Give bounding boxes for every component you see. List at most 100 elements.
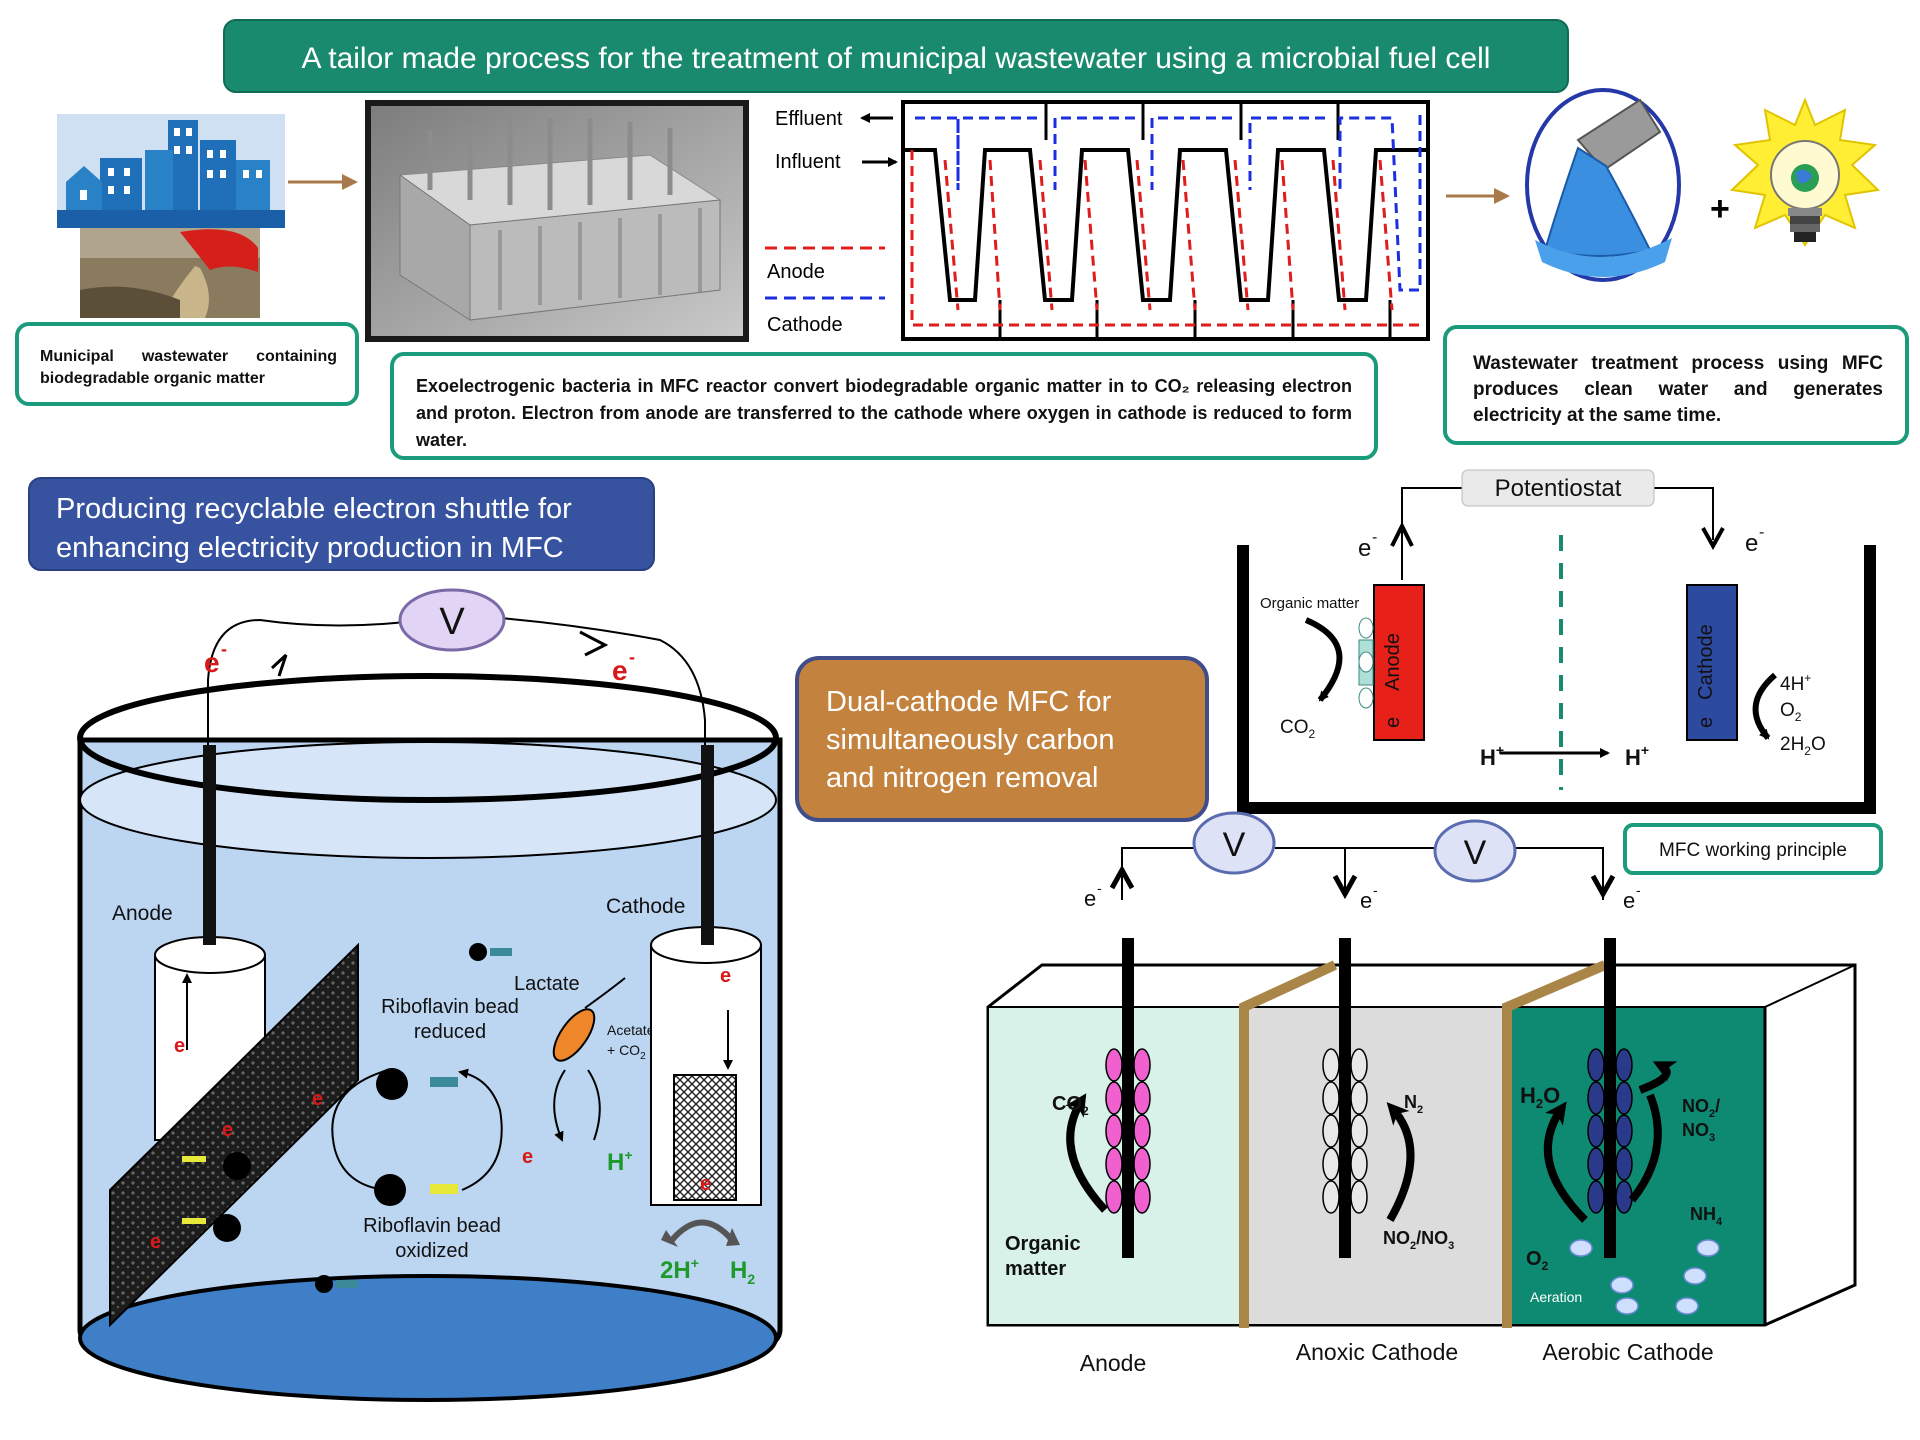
shuttle-voltmeter: V e - e - (204, 588, 706, 940)
influent-label: Influent (775, 151, 841, 173)
caption-municipal-text: Municipal wastewater containing biodegra… (40, 348, 337, 387)
principle-4h: 4H+ (1780, 671, 1811, 695)
label-anode: Anode (1080, 1350, 1147, 1376)
svg-text:e: e (222, 1119, 233, 1141)
h2-label: H2 (730, 1257, 755, 1287)
dual-organic-1: Organic (1005, 1233, 1081, 1255)
city-illustration (57, 114, 285, 228)
dual-tank: CO2 Organic matter N2 NO2/NO3 H2O NO2/ N… (986, 938, 1857, 1328)
aeration-label: Aeration (1530, 1289, 1582, 1305)
dual-banner-line2: simultaneously carbon (826, 724, 1115, 756)
svg-text:e: e (1695, 717, 1717, 728)
svg-text:e: e (1084, 886, 1096, 911)
principle-caption-box: MFC working principle (1623, 823, 1883, 875)
principle-cathode (1686, 584, 1738, 741)
light-bulb-icon (1729, 97, 1881, 247)
svg-text:-: - (1097, 880, 1102, 896)
rb-oxidized-line2: oxidized (395, 1240, 468, 1262)
svg-text:e: e (150, 1231, 161, 1253)
aeration-bubbles (1569, 1239, 1720, 1315)
svg-text:-: - (221, 639, 227, 659)
label-aerobic-cathode: Aerobic Cathode (1542, 1339, 1713, 1365)
svg-text:e: e (1382, 717, 1404, 728)
dual-banner-line3: and nitrogen removal (826, 762, 1098, 794)
principle-caption: MFC working principle (1659, 840, 1847, 861)
plus-sign: + (1710, 190, 1730, 228)
shuttle-banner-line2: enhancing electricity production in MFC (56, 532, 564, 564)
caption-outcome-text: Wastewater treatment process using MFC p… (1473, 353, 1883, 426)
wastewater-photo (80, 228, 260, 318)
h-left: H+ (1480, 742, 1504, 770)
dual-n2: N2 (1404, 1092, 1423, 1116)
anode-legend-label: Anode (767, 261, 825, 283)
principle-co2: CO2 (1280, 717, 1316, 741)
shuttle-voltmeter-label: V (439, 601, 465, 643)
lactate-label: Lactate (514, 973, 580, 995)
shuttle-cylinder (77, 673, 783, 1402)
dual-organic-2: matter (1005, 1258, 1066, 1280)
dual-h2o: H2O (1520, 1083, 1560, 1111)
riboflavin-cycle: Riboflavin bead reduced Riboflavin bead … (315, 943, 519, 1293)
acetate-label: Acetate (607, 1022, 655, 1038)
svg-text:e: e (174, 1035, 185, 1057)
svg-text:e: e (1623, 888, 1635, 913)
svg-text:-: - (1373, 882, 1378, 898)
shuttle-anode: e Anode e e e (109, 745, 359, 1328)
dual-voltmeters: V V e - e - e - (1084, 811, 1641, 913)
shuttle-cathode: e e Cathode 2H+ H2 (606, 745, 762, 1287)
shuttle-cathode-label: Cathode (606, 895, 685, 918)
dual-voltmeter-1: V (1223, 826, 1246, 864)
potentiostat-label: Potentiostat (1495, 475, 1622, 502)
principle-anode (1373, 584, 1425, 741)
co2-label: + CO2 (607, 1042, 646, 1062)
shuttle-banner-line1: Producing recyclable electron shuttle fo… (56, 493, 572, 525)
serpentine-flow (901, 100, 1430, 341)
svg-text:-: - (1372, 529, 1377, 546)
top-banner-text: A tailor made process for the treatment … (302, 42, 1491, 75)
svg-text:e: e (1745, 530, 1758, 557)
caption-municipal: Municipal wastewater containing biodegra… (15, 322, 359, 406)
svg-text:-: - (629, 647, 635, 667)
principle-anode-label: Anode (1382, 633, 1404, 691)
caption-outcome: Wastewater treatment process using MFC p… (1443, 325, 1909, 445)
shuttle-anode-label: Anode (112, 902, 173, 925)
svg-text:e: e (720, 965, 731, 987)
dual-nh4: NH4 (1690, 1204, 1723, 1228)
svg-text:e: e (312, 1088, 323, 1110)
principle-h2o: 2H2O (1780, 734, 1826, 758)
label-anoxic-cathode: Anoxic Cathode (1296, 1339, 1458, 1365)
organic-matter-label: Organic matter (1260, 595, 1359, 612)
reactor-render (365, 100, 749, 342)
shuttle-banner: Producing recyclable electron shuttle fo… (28, 477, 655, 571)
svg-text:-: - (1759, 524, 1764, 541)
dual-banner: Dual-cathode MFC for simultaneously carb… (795, 656, 1209, 822)
svg-text:e: e (700, 1173, 711, 1195)
effluent-label: Effluent (775, 108, 843, 130)
dual-no2no3: NO2/NO3 (1383, 1228, 1454, 1252)
svg-text:-: - (1636, 882, 1641, 898)
dual-banner-line1: Dual-cathode MFC for (826, 686, 1112, 718)
bacterium: Lactate Acetate + CO2 e H+ (514, 973, 655, 1176)
svg-text:e: e (1360, 888, 1372, 913)
dual-no2: NO2/ (1682, 1096, 1720, 1120)
twoh-label: 2H+ (660, 1255, 699, 1284)
rb-oxidized-line1: Riboflavin bead (363, 1215, 501, 1237)
svg-text:e: e (522, 1146, 533, 1168)
e-label-left: e (204, 647, 220, 678)
rb-reduced-line1: Riboflavin bead (381, 996, 519, 1018)
top-banner: A tailor made process for the treatment … (223, 19, 1569, 93)
caption-exoelectrogenic-text: Exoelectrogenic bacteria in MFC reactor … (416, 376, 1352, 450)
clean-water-icon (1525, 88, 1681, 282)
rb-reduced-line2: reduced (414, 1021, 486, 1043)
dual-voltmeter-2: V (1464, 834, 1487, 872)
caption-exoelectrogenic: Exoelectrogenic bacteria in MFC reactor … (390, 352, 1378, 460)
hplus-label: H+ (607, 1147, 633, 1176)
svg-text:e: e (1358, 535, 1371, 562)
mfc-principle: Potentiostat e - e - Anode e Cathode e O… (1237, 469, 1876, 814)
dual-o2: O2 (1526, 1248, 1549, 1273)
flow-labels: Effluent Influent Anode Cathode (765, 108, 898, 336)
dual-co2: CO2 (1052, 1093, 1089, 1118)
dual-compartment-labels: Anode Anoxic Cathode Aerobic Cathode (1080, 1339, 1714, 1376)
e-label-right: e (612, 655, 628, 686)
